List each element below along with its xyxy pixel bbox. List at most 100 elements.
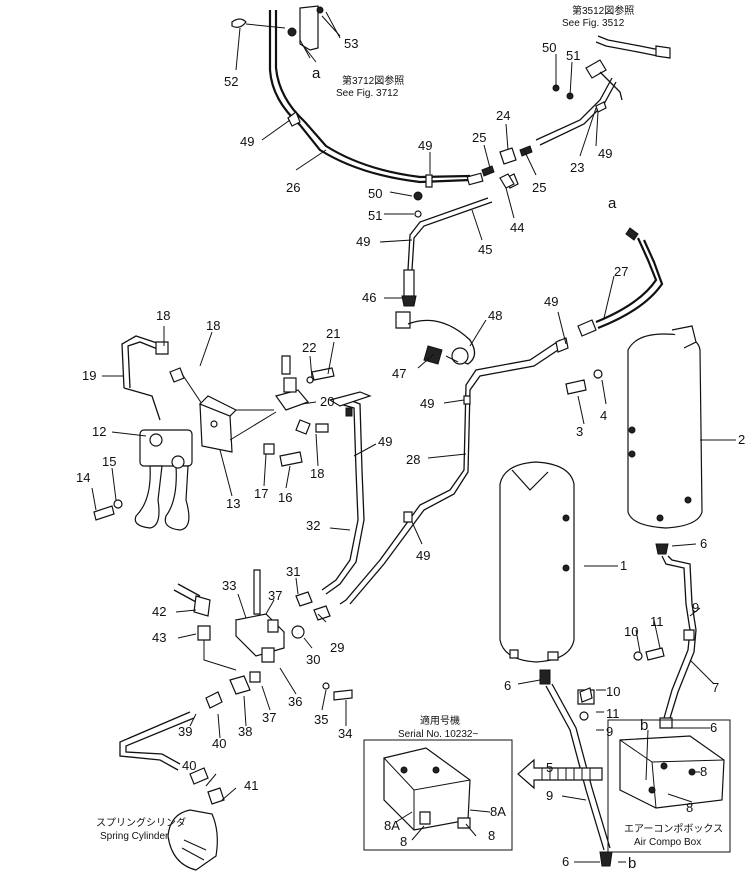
- part-label-9: 9: [606, 724, 613, 739]
- part-label-45: 45: [478, 242, 492, 257]
- pipe-39: [119, 671, 261, 805]
- detail-inset: 適用号機 Serial No. 10232~: [363, 714, 513, 851]
- part-label-49: 49: [356, 234, 370, 249]
- part-label-6: 6: [562, 854, 569, 869]
- part-label-50: 50: [542, 40, 556, 55]
- bolts-34-35: [322, 682, 593, 703]
- part-label-24: 24: [496, 108, 510, 123]
- part-label-49: 49: [420, 396, 434, 411]
- air-tank-1[interactable]: [499, 461, 575, 663]
- part-label-31: 31: [286, 564, 300, 579]
- note-see-fig-3512: 第3512図参照 See Fig. 3512: [562, 4, 634, 29]
- part-label-47: 47: [392, 366, 406, 381]
- part-label-18: 18: [310, 466, 324, 481]
- part-label-35: 35: [314, 712, 328, 727]
- air-tank-2[interactable]: [565, 325, 703, 529]
- part-label-51: 51: [566, 48, 580, 63]
- part-label-8A: 8A: [384, 818, 400, 833]
- leader-lines: [91, 11, 736, 863]
- part-label-48: 48: [488, 308, 502, 323]
- part-label-11: 11: [606, 706, 620, 721]
- part-label-49: 49: [598, 146, 612, 161]
- part-label-8: 8: [686, 800, 693, 815]
- line-to-fig-3512: [552, 35, 671, 101]
- top-bracket: [231, 5, 341, 59]
- part-label-49: 49: [416, 548, 430, 563]
- part-label-16: 16: [278, 490, 292, 505]
- part-label-7: 7: [712, 680, 719, 695]
- part-label-12: 12: [92, 424, 106, 439]
- part-label-11: 11: [650, 614, 664, 629]
- spring-cylinder-label-jp: スプリングシリンダ: [96, 816, 186, 829]
- part-label-6: 6: [504, 678, 511, 693]
- valve-33: [234, 569, 331, 663]
- part-label-43: 43: [152, 630, 166, 645]
- part-label-18: 18: [156, 308, 170, 323]
- part-label-30: 30: [306, 652, 320, 667]
- part-label-53: 53: [344, 36, 358, 51]
- note-see-fig-3712: 第3712図参照 See Fig. 3712: [336, 74, 404, 99]
- part-label-50: 50: [368, 186, 382, 201]
- pipe-19: [121, 335, 185, 421]
- air-compo-box-label-en: Air Compo Box: [634, 837, 701, 848]
- part-label-49: 49: [544, 294, 558, 309]
- part-label-25: 25: [472, 130, 486, 145]
- part-label-6: 6: [700, 536, 707, 551]
- part-label-39: 39: [178, 724, 192, 739]
- part-label-15: 15: [102, 454, 116, 469]
- part-label-40: 40: [182, 758, 196, 773]
- part-label-17: 17: [254, 486, 268, 501]
- connector-a-mid: a: [608, 195, 617, 212]
- part-label-46: 46: [362, 290, 376, 305]
- hose-48: [395, 311, 476, 365]
- arrow-to-detail: [517, 758, 603, 790]
- part-label-23: 23: [570, 160, 584, 175]
- part-label-41: 41: [244, 778, 258, 793]
- part-label-5: 5: [546, 760, 553, 775]
- svg-text:See Fig. 3512: See Fig. 3512: [562, 18, 625, 29]
- part-label-33: 33: [222, 578, 236, 593]
- svg-text:See Fig. 3712: See Fig. 3712: [336, 88, 399, 99]
- part-label-8: 8: [700, 764, 707, 779]
- part-label-28: 28: [406, 452, 420, 467]
- horn-assembly-12: [134, 373, 274, 531]
- serial-label-jp: 適用号機: [420, 714, 460, 727]
- part-label-40: 40: [212, 736, 226, 751]
- spring-cylinder[interactable]: スプリングシリンダ Spring Cylinder: [96, 809, 218, 871]
- part-label-49: 49: [240, 134, 254, 149]
- fittings-23-24-25: [481, 77, 617, 189]
- part-label-10: 10: [606, 684, 620, 699]
- part-label-1: 1: [620, 558, 627, 573]
- part-label-34: 34: [338, 726, 352, 741]
- part-label-22: 22: [302, 340, 316, 355]
- part-label-36: 36: [288, 694, 302, 709]
- part-label-21: 21: [326, 326, 340, 341]
- hose-42-43: [173, 583, 237, 671]
- pipe-26: [268, 10, 484, 188]
- part-label-6: 6: [710, 720, 717, 735]
- pipe-45-hose-46: [401, 173, 515, 307]
- part-label-4: 4: [600, 408, 607, 423]
- part-label-8: 8: [400, 834, 407, 849]
- part-label-2: 2: [738, 432, 745, 447]
- part-label-14: 14: [76, 470, 90, 485]
- part-number-labels: 53 52 a 50 51 49 26 49 25 24 23 49 25 50…: [76, 36, 745, 872]
- part-label-18: 18: [206, 318, 220, 333]
- pipe-32: [321, 391, 372, 595]
- part-label-19: 19: [82, 368, 96, 383]
- bracket-13: [93, 395, 303, 521]
- serial-label-en: Serial No. 10232~: [398, 729, 478, 740]
- connector-b-bot: b: [628, 855, 636, 872]
- part-label-51: 51: [368, 208, 382, 223]
- part-label-8: 8: [488, 828, 495, 843]
- air-compo-box[interactable]: エアーコンポボックス Air Compo Box: [607, 719, 731, 853]
- spring-cylinder-label-en: Spring Cylinder: [100, 831, 169, 842]
- air-compo-box-label-jp: エアーコンポボックス: [624, 823, 723, 835]
- part-label-42: 42: [152, 604, 166, 619]
- part-label-8A: 8A: [490, 804, 506, 819]
- part-label-44: 44: [510, 220, 524, 235]
- connector-a-top: a: [312, 65, 321, 82]
- part-label-32: 32: [306, 518, 320, 533]
- part-label-20: 20: [320, 394, 334, 409]
